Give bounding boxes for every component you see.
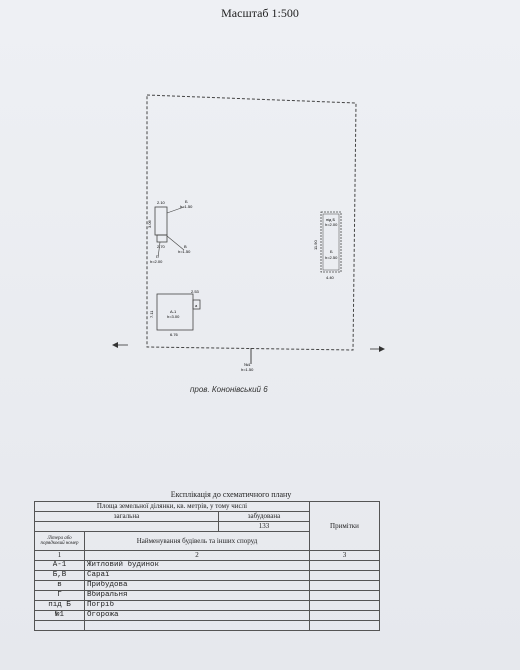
mark-g: Г [156, 254, 159, 259]
row-letter: Б,В [34, 570, 85, 581]
mark-b-right: Б [330, 249, 333, 254]
col-num-2: 2 [84, 550, 310, 561]
building-a1 [156, 293, 194, 331]
col-num-1: 1 [34, 550, 85, 561]
area-total-label: загальна [34, 511, 219, 522]
table-row: Б,В Сараї [34, 570, 380, 581]
dim-top-left-b: 2.70 [157, 244, 166, 249]
dim-a1-top: 2.53 [191, 289, 200, 294]
dim-a1-side: 7.11 [149, 310, 154, 318]
site-plan: 2.10 2.70 3.06 Б h=1.50 В h=1.50 Г h=2.0… [112, 94, 385, 372]
row-name: Погріб [84, 600, 310, 611]
row-letter: Г [34, 590, 85, 601]
mark-g-h: h=2.00 [150, 259, 163, 264]
mark-v-h: h=1.50 [178, 249, 191, 254]
table-row [34, 620, 380, 631]
row-name [84, 620, 310, 631]
row-note [309, 590, 380, 601]
notes-header: Примітки [309, 501, 380, 551]
mark-a1-small: а [195, 303, 198, 308]
mark-b-top: Б [185, 199, 188, 204]
mark-b-top-h: h=1.50 [180, 204, 193, 209]
row-letter: під Б [34, 600, 85, 611]
dim-left-side: 3.06 [147, 219, 152, 228]
row-note [309, 580, 380, 591]
right-arrow-head [379, 346, 385, 352]
row-name: Сараї [84, 570, 310, 581]
row-letter: №1 [34, 610, 85, 621]
building-b-left [154, 206, 168, 236]
mark-b-right-h: h=2.50 [325, 255, 338, 260]
street-label: пров. Кононівський 6 [190, 385, 268, 394]
mark-gate: №1 [244, 362, 251, 367]
row-note [309, 620, 380, 631]
table-row: Г Вбиральня [34, 590, 380, 601]
dim-right-bottom: 4.40 [326, 275, 335, 280]
building-b-right [320, 211, 342, 273]
col-name-header: Найменування будівель та інших споруд [84, 531, 310, 551]
table-row: під Б Погріб [34, 600, 380, 611]
plot-boundary [146, 94, 357, 351]
row-name: Житловий будинок [84, 560, 310, 571]
building-g [156, 234, 168, 243]
area-built-label: забудована [218, 511, 310, 522]
annex-a [192, 299, 201, 310]
mark-v: В [184, 244, 187, 249]
left-arrow-head [112, 342, 118, 348]
leader-v [166, 235, 185, 251]
row-letter: А-1 [34, 560, 85, 571]
row-letter: в [34, 580, 85, 591]
row-note [309, 600, 380, 611]
explication-table: Площа земельної ділянки, кв. метрів, у т… [34, 501, 380, 631]
building-b-right-inner [322, 213, 340, 271]
table-row: №1 Огорожа [34, 610, 380, 621]
leader-g [157, 241, 161, 259]
mark-a1-h: h=3.00 [167, 314, 180, 319]
row-name: Огорожа [84, 610, 310, 621]
mark-gate-h: h=1.50 [241, 367, 254, 372]
scale-label: Масштаб 1:500 [221, 6, 299, 20]
col-num-3: 3 [309, 550, 380, 561]
mark-b-right-pid-h: h=2.00 [325, 222, 338, 227]
area-total-value [34, 521, 219, 532]
row-name: Вбиральня [84, 590, 310, 601]
row-letter [34, 620, 85, 631]
mark-a1: А-1 [170, 309, 177, 314]
dim-top-left-w: 2.10 [157, 200, 166, 205]
explication-title: Експлікація до схематичного плану [170, 490, 292, 499]
col-letter-header: Літера або порядковий номер [34, 531, 85, 551]
table-row: А-1 Житловий будинок [34, 560, 380, 571]
dim-a1-bottom: 6.76 [170, 332, 179, 337]
area-header: Площа земельної ділянки, кв. метрів, у т… [34, 501, 310, 512]
row-name: Прибудова [84, 580, 310, 591]
row-note [309, 610, 380, 621]
row-note [309, 560, 380, 571]
area-built-value: 133 [218, 521, 310, 532]
leader-b [166, 206, 185, 214]
row-note [309, 570, 380, 581]
table-row: в Прибудова [34, 580, 380, 591]
dim-right-side: 11.90 [313, 240, 318, 250]
mark-b-right-pid: під Б [326, 217, 336, 222]
